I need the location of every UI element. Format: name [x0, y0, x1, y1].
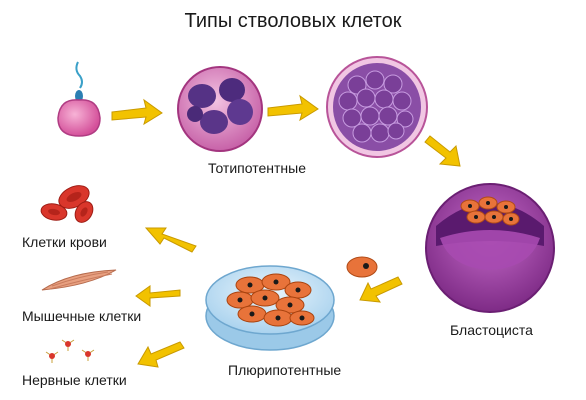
arrow-icon [359, 276, 403, 303]
arrow-icon [267, 94, 319, 122]
diagram-title: Типы стволовых клеток [184, 10, 402, 32]
arrow-icon [137, 341, 185, 368]
muscle-cells-icon [41, 269, 117, 291]
label-pluripotent: Плюрипотентные [228, 362, 342, 378]
arrow-icon [424, 135, 461, 167]
zygote-icon [57, 61, 101, 137]
arrow-icon [144, 227, 197, 253]
petri-dish-icon [205, 265, 335, 351]
blood-cells-icon [40, 185, 94, 223]
blastocyst-icon [425, 183, 555, 313]
morula-icon [326, 56, 428, 158]
nerve-cells-icon [45, 339, 95, 363]
label-muscle-cells: Мышечные клетки [22, 308, 142, 324]
label-nerve-cells: Нервные клетки [22, 372, 127, 388]
arrow-icon [135, 285, 181, 307]
arrow-icon [111, 98, 163, 126]
label-totipotent: Тотипотентные [208, 160, 306, 176]
label-blood-cells: Клетки крови [22, 234, 107, 250]
stem-cell-icon [346, 256, 378, 278]
totipotent-embryo-icon [177, 66, 263, 152]
label-blastocyst: Бластоциста [450, 322, 533, 338]
